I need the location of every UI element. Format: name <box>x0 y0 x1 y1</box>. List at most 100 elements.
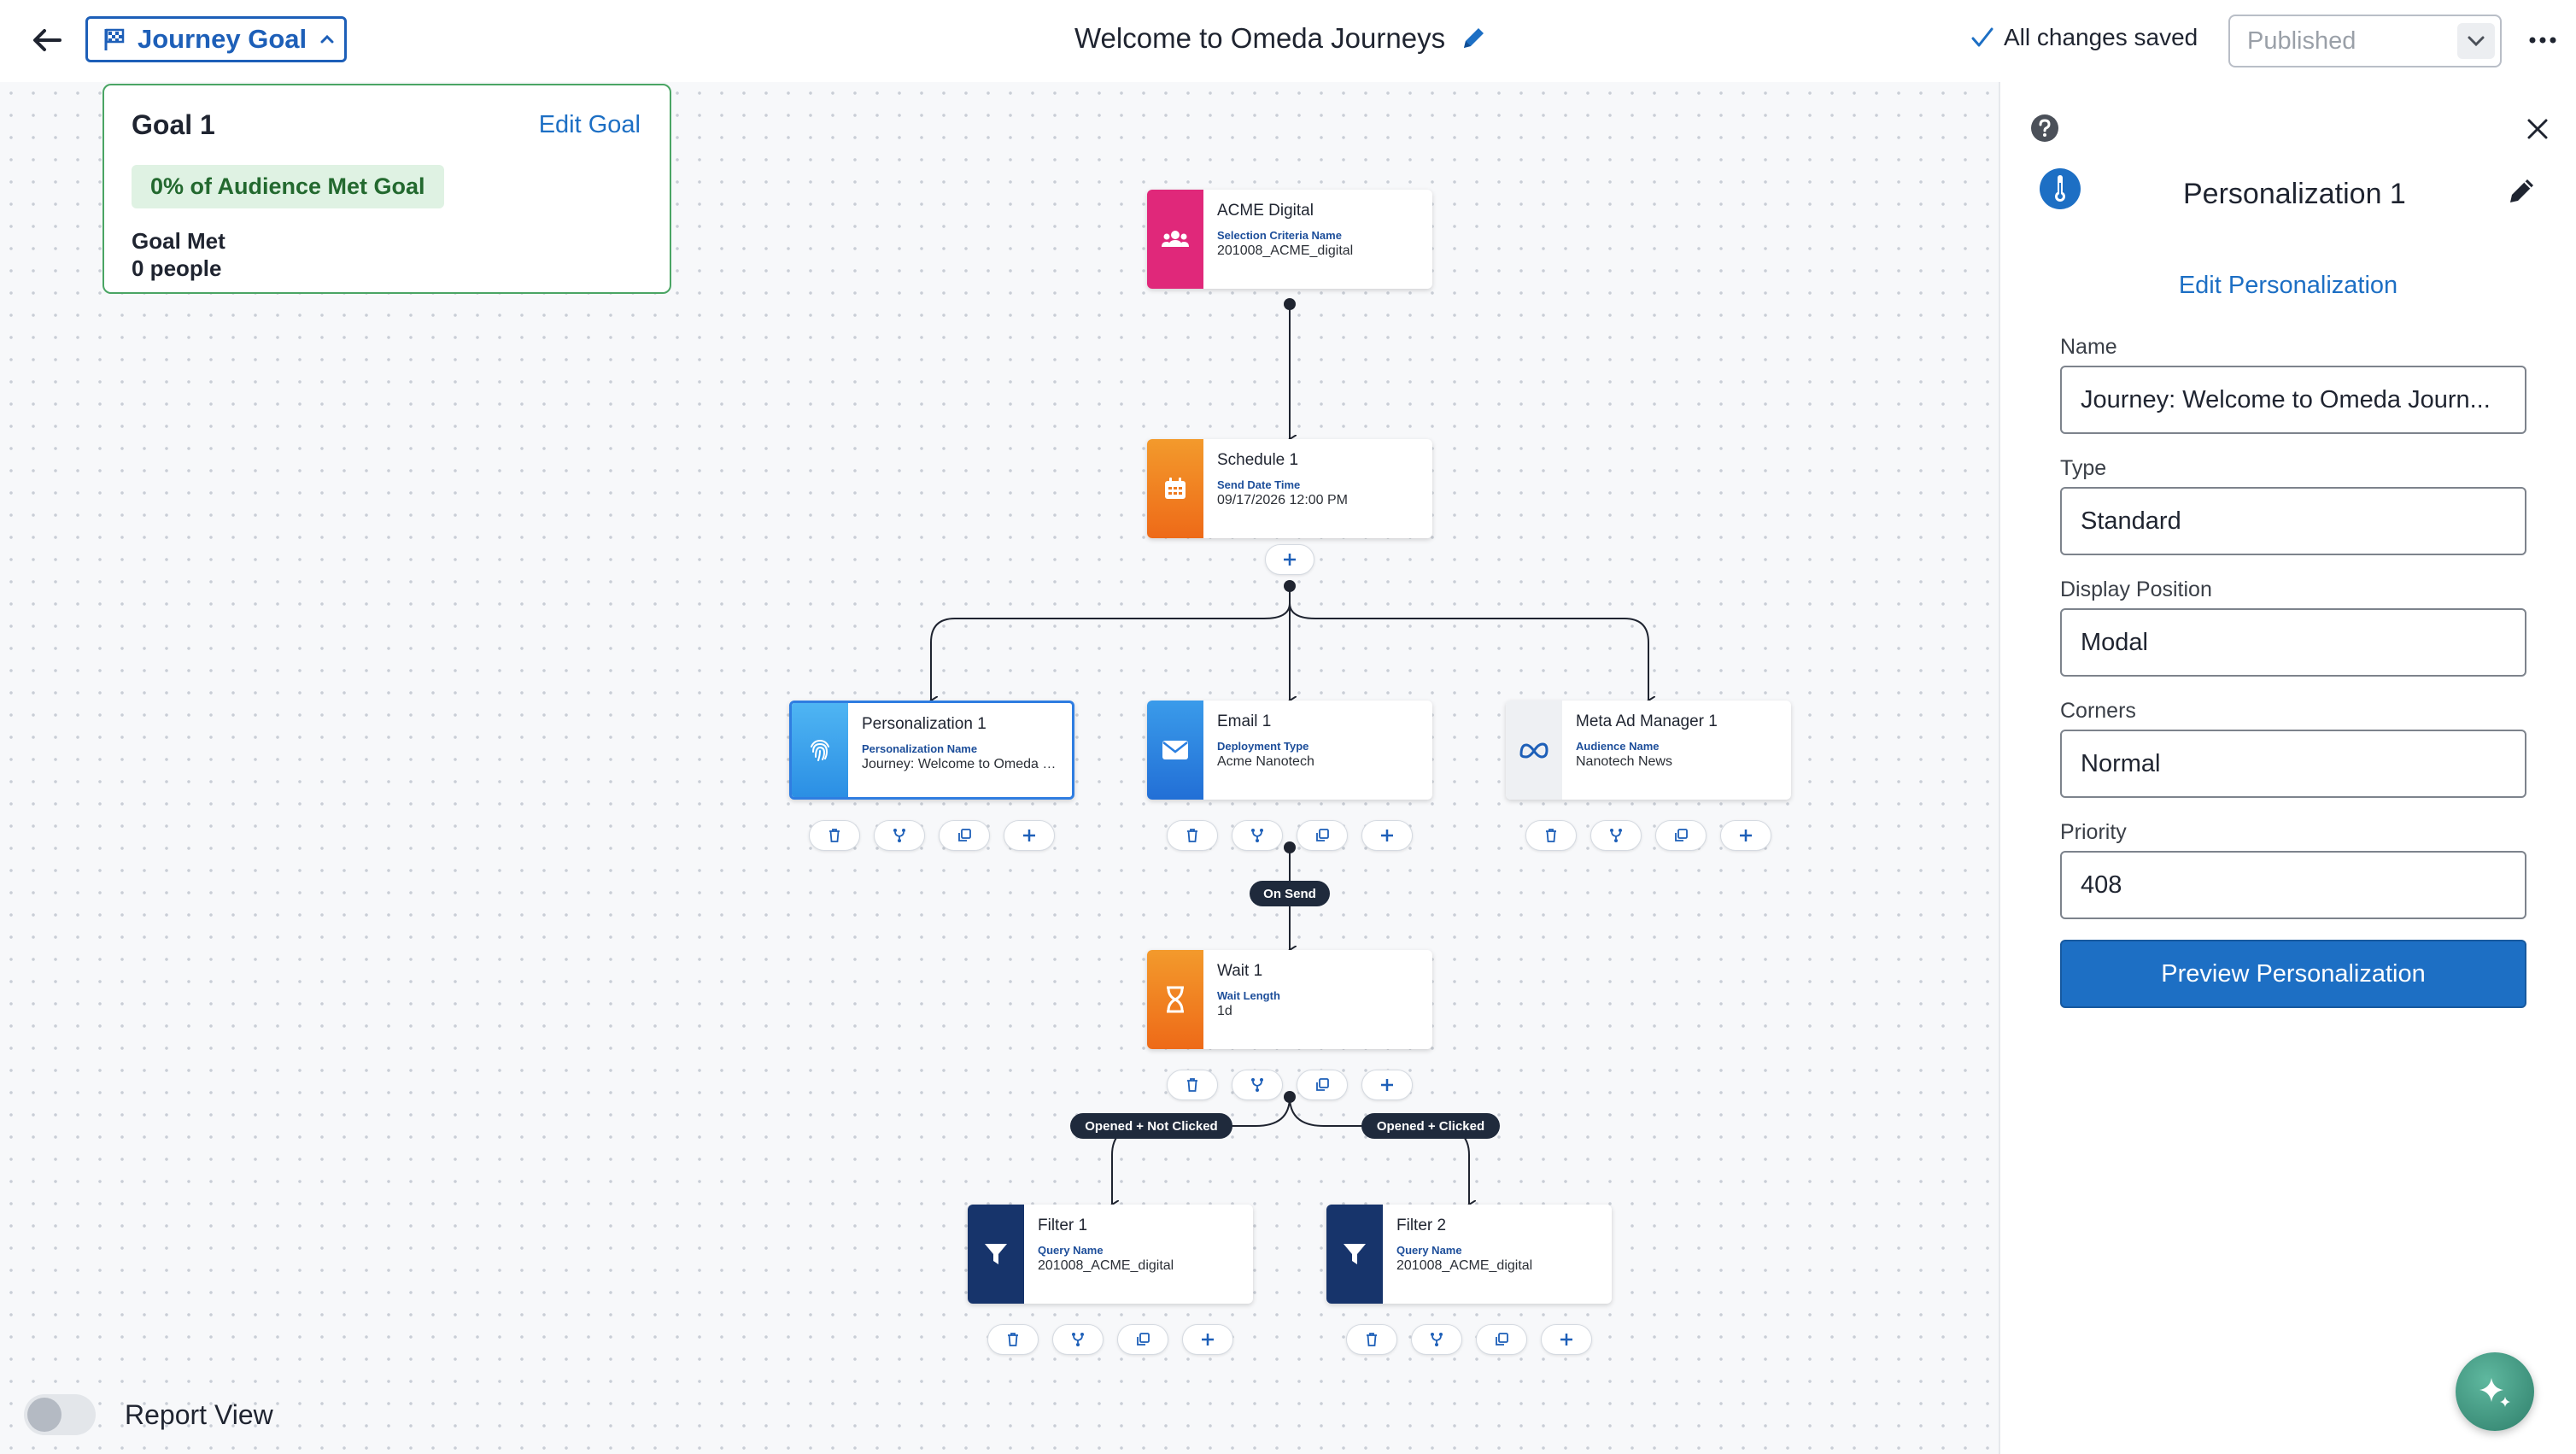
node-title: Filter 1 <box>1038 1217 1088 1234</box>
personalization-strip <box>792 703 848 797</box>
branch-button[interactable] <box>1052 1324 1104 1355</box>
branch-icon <box>1431 1333 1443 1346</box>
goal-progress-badge: 0% of Audience Met Goal <box>132 165 444 208</box>
duplicate-button[interactable] <box>1297 820 1348 851</box>
plus-icon <box>1560 1334 1572 1346</box>
node-value: 201008_ACME_digital <box>1396 1258 1533 1273</box>
node-value: Journey: Welcome to Omeda Journeys <box>862 757 1062 771</box>
node-title: Wait 1 <box>1217 962 1263 980</box>
personalization-actions <box>809 820 1055 851</box>
trash-icon <box>1187 1078 1197 1092</box>
help-icon[interactable] <box>2030 114 2059 143</box>
arrow-left-icon <box>33 29 61 51</box>
journey-canvas[interactable]: Goal 1 Edit Goal 0% of Audience Met Goal… <box>0 82 1999 1454</box>
add-step-button[interactable] <box>1265 544 1314 575</box>
on-send-label: On Send <box>1250 881 1330 906</box>
meta-ad-node[interactable]: Meta Ad Manager 1 Audience Name Nanotech… <box>1506 701 1791 800</box>
branch-icon <box>1072 1333 1084 1346</box>
toggle-switch[interactable] <box>24 1394 96 1435</box>
wait-node[interactable]: Wait 1 Wait Length 1d <box>1147 950 1432 1049</box>
pencil-icon[interactable] <box>1459 24 1488 53</box>
copy-icon <box>1137 1333 1150 1346</box>
pencil-icon[interactable] <box>2504 174 2538 208</box>
edit-goal-link[interactable]: Edit Goal <box>538 111 641 138</box>
branch-button[interactable] <box>1590 820 1642 851</box>
chevron-up-icon <box>320 34 334 44</box>
add-step-button[interactable] <box>1182 1324 1233 1355</box>
display-position-label: Display Position <box>2060 577 2212 601</box>
report-view-toggle[interactable]: Report View <box>24 1394 273 1435</box>
journey-goal-button[interactable]: Journey Goal <box>85 16 347 62</box>
edit-personalization-link[interactable]: Edit Personalization <box>2178 272 2398 299</box>
calendar-icon <box>1165 478 1186 499</box>
toggle-knob <box>27 1398 61 1432</box>
add-step-button[interactable] <box>1361 1070 1413 1100</box>
status-select-toggle[interactable] <box>2457 23 2495 59</box>
copy-icon <box>958 829 971 841</box>
corners-field[interactable]: Normal <box>2060 730 2526 798</box>
copy-icon <box>1316 1078 1329 1091</box>
schedule-node[interactable]: Schedule 1 Send Date Time 09/17/2026 12:… <box>1147 439 1432 538</box>
add-step-button[interactable] <box>1720 820 1771 851</box>
add-step-button[interactable] <box>1004 820 1055 851</box>
filter-node-1[interactable]: Filter 1 Query Name 201008_ACME_digital <box>968 1205 1253 1304</box>
back-button[interactable] <box>26 19 68 62</box>
meta-logo-icon <box>1519 742 1549 759</box>
top-bar: Journey Goal Welcome to Omeda Journeys A… <box>0 0 2576 82</box>
delete-button[interactable] <box>1525 820 1577 851</box>
more-options-button[interactable] <box>2521 19 2564 62</box>
branch-icon <box>1251 829 1263 842</box>
duplicate-button[interactable] <box>1297 1070 1348 1100</box>
close-icon[interactable] <box>2521 113 2554 145</box>
plus-icon <box>1202 1334 1214 1346</box>
branch-button[interactable] <box>1411 1324 1462 1355</box>
add-step-button[interactable] <box>1361 820 1413 851</box>
branch-button[interactable] <box>874 820 925 851</box>
trash-icon <box>1367 1333 1377 1346</box>
envelope-icon <box>1162 741 1188 759</box>
delete-button[interactable] <box>809 820 860 851</box>
display-position-field[interactable]: Modal <box>2060 608 2526 677</box>
corners-label: Corners <box>2060 699 2136 723</box>
node-title: Schedule 1 <box>1217 451 1299 469</box>
name-field[interactable]: Journey: Welcome to Omeda Journ... <box>2060 366 2526 434</box>
duplicate-button[interactable] <box>1476 1324 1527 1355</box>
opened-clicked-label: Opened + Clicked <box>1361 1113 1500 1139</box>
personalization-node[interactable]: Personalization 1 Personalization Name J… <box>789 701 1074 800</box>
thermometer-icon <box>2040 168 2081 209</box>
node-label: Personalization Name <box>862 742 978 755</box>
type-field[interactable]: Standard <box>2060 487 2526 555</box>
more-horizontal-icon <box>2529 37 2556 44</box>
fingerprint-icon <box>811 739 829 761</box>
journey-title: Welcome to Omeda Journeys <box>1074 22 1488 55</box>
journey-goal-label: Journey Goal <box>138 24 307 54</box>
delete-button[interactable] <box>1167 820 1218 851</box>
branch-button[interactable] <box>1232 1070 1283 1100</box>
sparkle-icon <box>2479 1378 2510 1407</box>
delete-button[interactable] <box>1167 1070 1218 1100</box>
status-select[interactable]: Published <box>2228 15 2502 67</box>
preview-personalization-button[interactable]: Preview Personalization <box>2060 940 2526 1008</box>
audience-node[interactable]: ACME Digital Selection Criteria Name 201… <box>1147 190 1432 289</box>
ai-assistant-button[interactable] <box>2456 1352 2534 1431</box>
node-title: Personalization 1 <box>862 715 986 733</box>
add-step-button[interactable] <box>1541 1324 1592 1355</box>
name-label: Name <box>2060 335 2117 359</box>
schedule-strip <box>1147 439 1203 538</box>
email-node[interactable]: Email 1 Deployment Type Acme Nanotech <box>1147 701 1432 800</box>
duplicate-button[interactable] <box>1655 820 1707 851</box>
goal-met-count: 0 people <box>132 255 222 281</box>
branch-icon <box>893 829 905 842</box>
node-label: Query Name <box>1038 1244 1104 1257</box>
delete-button[interactable] <box>987 1324 1039 1355</box>
properties-panel: Personalization 1 Edit Personalization N… <box>1999 82 2576 1454</box>
duplicate-button[interactable] <box>939 820 990 851</box>
save-status: All changes saved <box>1970 24 2198 51</box>
delete-button[interactable] <box>1346 1324 1397 1355</box>
node-label: Selection Criteria Name <box>1217 229 1342 242</box>
filter-node-2[interactable]: Filter 2 Query Name 201008_ACME_digital <box>1326 1205 1612 1304</box>
priority-field[interactable]: 408 <box>2060 851 2526 919</box>
duplicate-button[interactable] <box>1117 1324 1168 1355</box>
branch-button[interactable] <box>1232 820 1283 851</box>
email-strip <box>1147 701 1203 800</box>
